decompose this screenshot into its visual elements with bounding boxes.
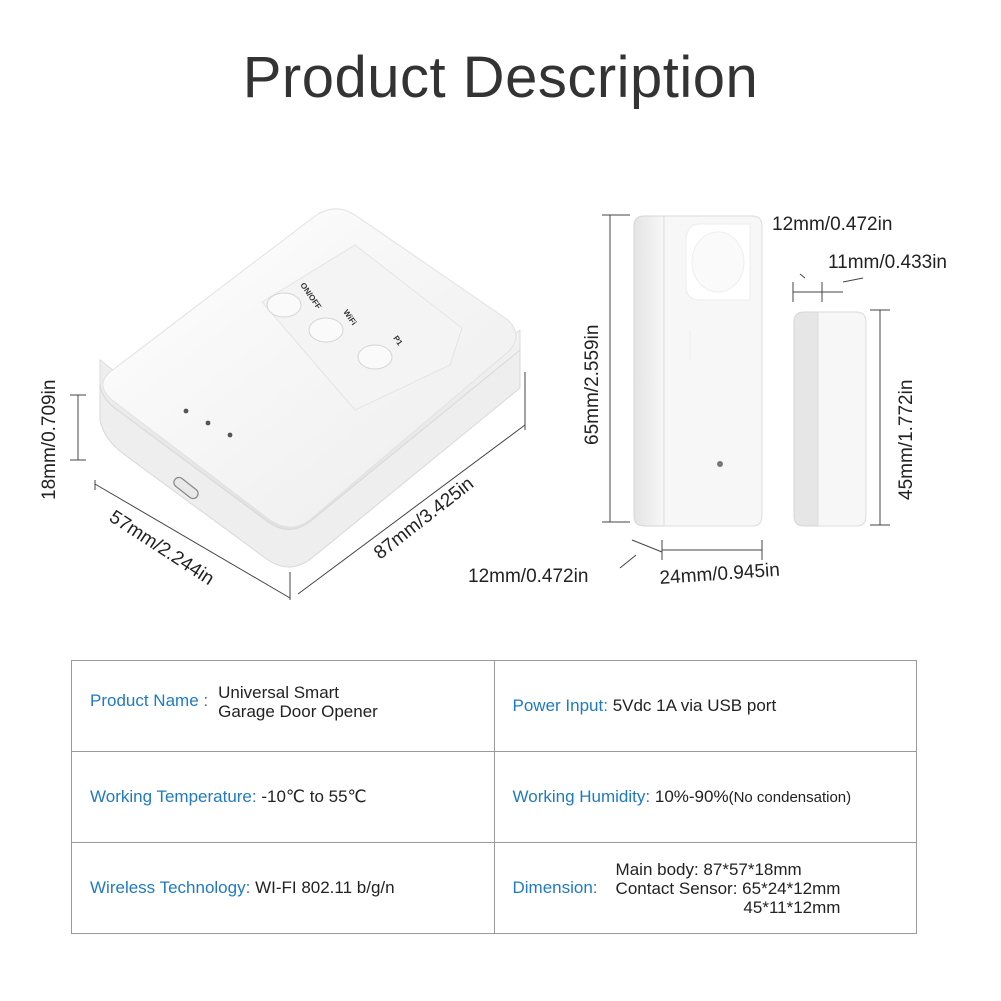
led-indicator xyxy=(227,432,233,438)
usb-port xyxy=(173,476,199,500)
wireless-cell: Wireless Technology: WI-FI 802.11 b/g/n xyxy=(71,842,495,934)
sensor-thickness-top-label: 12mm/0.472in xyxy=(772,214,892,235)
dimension-main-body: Main body: 87*57*18mm xyxy=(615,859,802,879)
sensor-thickness-bottom-label: 12mm/0.472in xyxy=(468,566,588,587)
magnet-sensor xyxy=(793,311,867,527)
hub-device: ON/OFF WiFi P1 xyxy=(99,208,521,568)
contact-sensor xyxy=(633,215,763,527)
page-title: Product Description xyxy=(242,45,759,110)
product-name-line1: Universal Smart xyxy=(218,683,340,702)
wireless-label: Wireless Technology: xyxy=(90,878,251,897)
humidity-value: 10%-90% xyxy=(654,787,729,806)
p1-button-shape xyxy=(357,344,393,370)
table-row: Product Name : Universal Smart Garage Do… xyxy=(71,660,917,752)
humidity-label: Working Humidity: xyxy=(512,787,651,806)
hub-dimension-lines xyxy=(70,372,526,600)
power-value: 5Vdc 1A via USB port xyxy=(612,696,777,715)
product-name-label: Product Name : xyxy=(90,691,209,710)
magnet-width-label: 11mm/0.433in xyxy=(828,252,947,273)
spec-table: Product Name : Universal Smart Garage Do… xyxy=(71,660,917,934)
temperature-value: -10℃ to 55℃ xyxy=(261,787,367,806)
product-illustration: ON/OFF WiFi P1 18mm/0.709in 57mm/2.244in… xyxy=(39,208,947,600)
led-indicator xyxy=(205,420,211,426)
hub-height-label: 18mm/0.709in xyxy=(39,380,60,500)
humidity-cell: Working Humidity: 10%-90%(No condensatio… xyxy=(493,751,917,843)
dimension-label: Dimension: xyxy=(512,878,598,897)
sensor-width-label: 24mm/0.945in xyxy=(659,560,781,589)
wireless-value: WI-FI 802.11 b/g/n xyxy=(255,878,395,897)
power-cell: Power Input: 5Vdc 1A via USB port xyxy=(493,660,917,752)
magnet-height-label: 45mm/1.772in xyxy=(896,380,917,500)
dimension-magnet: 45*11*12mm xyxy=(743,897,841,917)
table-row: Wireless Technology: WI-FI 802.11 b/g/n … xyxy=(71,842,917,934)
temperature-label: Working Temperature: xyxy=(90,787,257,806)
table-row: Working Temperature: -10℃ to 55℃ Working… xyxy=(71,751,917,843)
hub-width-label: 57mm/2.244in xyxy=(105,507,217,590)
product-name-cell: Product Name : Universal Smart Garage Do… xyxy=(71,660,495,752)
sensor-height-label: 65mm/2.559in xyxy=(582,325,603,445)
dimension-cell: Dimension: Main body: 87*57*18mm Contact… xyxy=(493,842,917,934)
temperature-cell: Working Temperature: -10℃ to 55℃ xyxy=(71,751,495,843)
wifi-button-shape xyxy=(308,317,344,343)
onoff-button-shape xyxy=(266,292,302,318)
led-indicator xyxy=(183,408,189,414)
sensor-dimension-lines xyxy=(602,214,890,569)
product-name-line2: Garage Door Opener xyxy=(218,702,378,721)
dimension-contact-sensor: Contact Sensor: 65*24*12mm xyxy=(615,878,841,898)
humidity-note: (No condensation) xyxy=(728,789,852,806)
power-label: Power Input: xyxy=(512,696,608,715)
